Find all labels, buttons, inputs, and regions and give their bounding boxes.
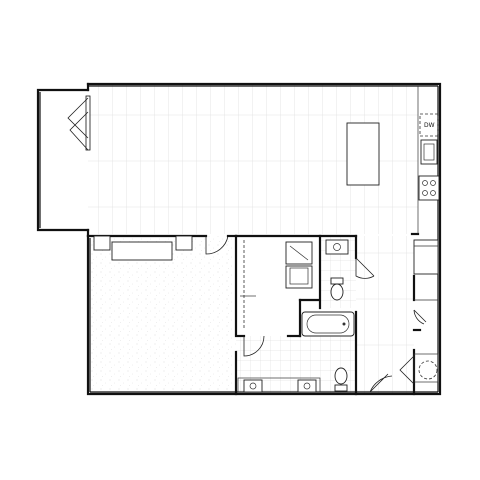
vanity-counter — [237, 377, 321, 393]
closet-unit — [93, 235, 111, 251]
bedroom-shelf — [175, 235, 193, 251]
water-heater — [418, 360, 438, 380]
bedroom-floor — [88, 236, 236, 394]
kitchen-island — [346, 122, 380, 186]
balcony — [36, 88, 90, 232]
closet-door[interactable] — [243, 335, 265, 357]
bedroom-top-wall — [86, 234, 208, 261]
bath-toilet — [334, 367, 348, 392]
wc-sink — [325, 239, 349, 255]
kitchen-counter: DW — [417, 86, 440, 234]
hall-floor — [356, 236, 414, 394]
dryer — [285, 265, 313, 289]
bedroom-window-seat — [111, 241, 173, 261]
bedroom-door[interactable] — [205, 234, 238, 255]
hall-closet — [412, 299, 438, 332]
vanity-sink-left — [243, 379, 263, 393]
wc — [325, 239, 349, 301]
balcony-door[interactable] — [67, 95, 91, 151]
kitchen-sink — [420, 139, 438, 165]
wc-toilet — [330, 277, 344, 301]
walk-in-closet — [240, 240, 313, 330]
wc-door[interactable] — [355, 257, 375, 279]
bathroom — [237, 367, 348, 393]
refrigerator — [413, 239, 439, 275]
vanity-sink-right — [297, 379, 317, 393]
entry-door[interactable] — [369, 373, 393, 393]
bathtub — [301, 311, 355, 337]
dishwasher-label: DW — [424, 122, 435, 129]
water-heater-closet — [399, 353, 439, 385]
cooktop — [418, 175, 440, 201]
